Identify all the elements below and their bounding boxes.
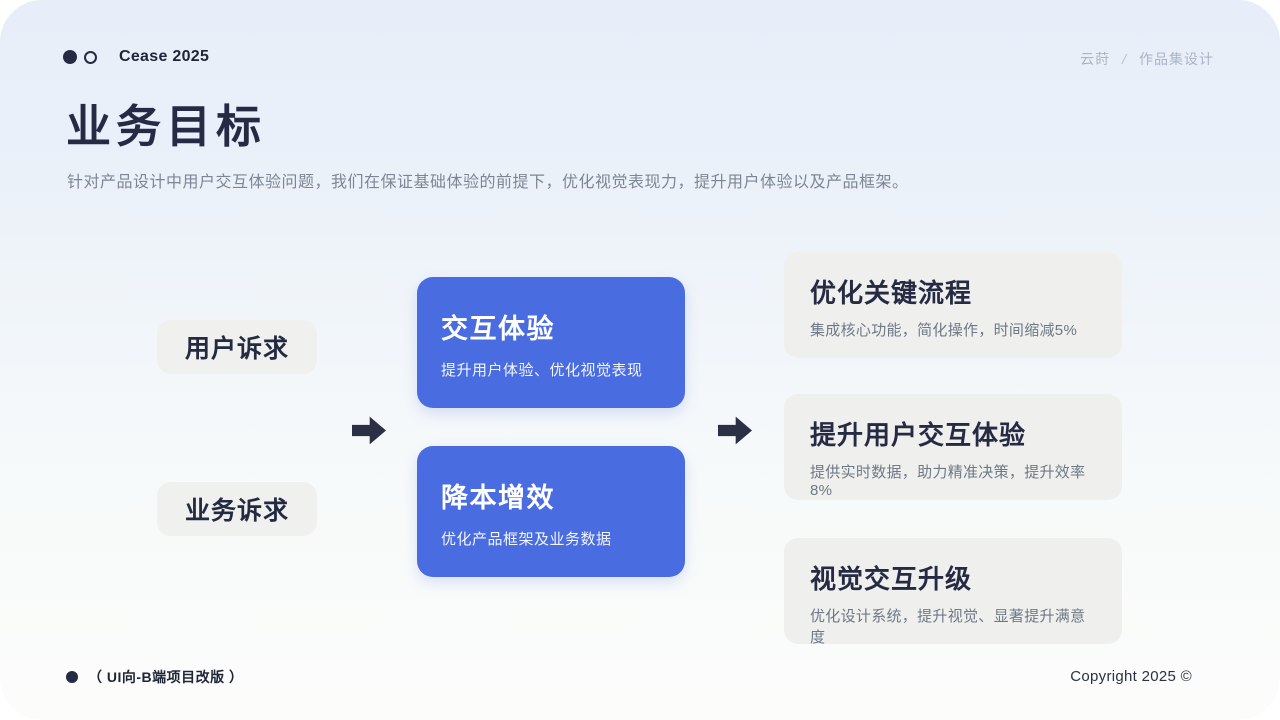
input-box-business-demand: 业务诉求 [157,482,317,536]
brand-dot-filled-icon [63,50,77,64]
brand-dot-outline-icon [84,50,97,64]
strategy-desc: 优化产品框架及业务数据 [441,531,612,548]
brand-block: Cease 2025 [63,48,209,66]
input-label: 用户诉求 [184,335,289,363]
strategy-desc: 提升用户体验、优化视觉表现 [441,362,643,379]
outcome-title: 提升用户交互体验 [810,420,1027,450]
outcome-title: 优化关键流程 [810,278,973,308]
outcome-title: 视觉交互升级 [810,564,973,594]
strategy-title: 交互体验 [441,314,555,344]
header-meta: 云莳 / 作品集设计 [1080,49,1214,69]
input-label: 业务诉求 [184,497,289,525]
outcome-card-experience: 提升用户交互体验 提供实时数据，助力精准决策，提升效率8% [784,394,1122,500]
footer-dot-icon [66,671,78,683]
strategy-card-cost: 降本增效 优化产品框架及业务数据 [417,446,685,577]
footer-project-label: （ UI向-B端项目改版 ） [88,669,244,685]
outcome-card-process: 优化关键流程 集成核心功能，简化操作，时间缩减5% [784,252,1122,358]
input-box-user-demand: 用户诉求 [157,320,317,374]
outcome-desc: 提供实时数据，助力精准决策，提升效率8% [810,464,1086,499]
outcome-card-visual: 视觉交互升级 优化设计系统，提升视觉、显著提升满意度 [784,538,1122,646]
page-title: 业务目标 [66,101,267,152]
right-arrow-icon [352,416,386,445]
right-arrow-icon [718,416,752,445]
footer-project-tag: （ UI向-B端项目改版 ） [66,667,244,687]
author-name: 云莳 [1080,51,1111,67]
page-subtitle: 针对产品设计中用户交互体验问题，我们在保证基础体验的前提下，优化视觉表现力，提升… [67,174,909,191]
outcome-desc: 集成核心功能，简化操作，时间缩减5% [810,322,1078,339]
outcome-desc: 优化设计系统，提升视觉、显著提升满意度 [810,608,1086,646]
brand-name: Cease 2025 [119,48,210,65]
portfolio-category: 作品集设计 [1139,51,1214,67]
strategy-card-interaction: 交互体验 提升用户体验、优化视觉表现 [417,277,685,408]
copyright-text: Copyright 2025 © [1070,668,1192,685]
strategy-title: 降本增效 [441,483,555,513]
meta-separator: / [1122,51,1127,67]
